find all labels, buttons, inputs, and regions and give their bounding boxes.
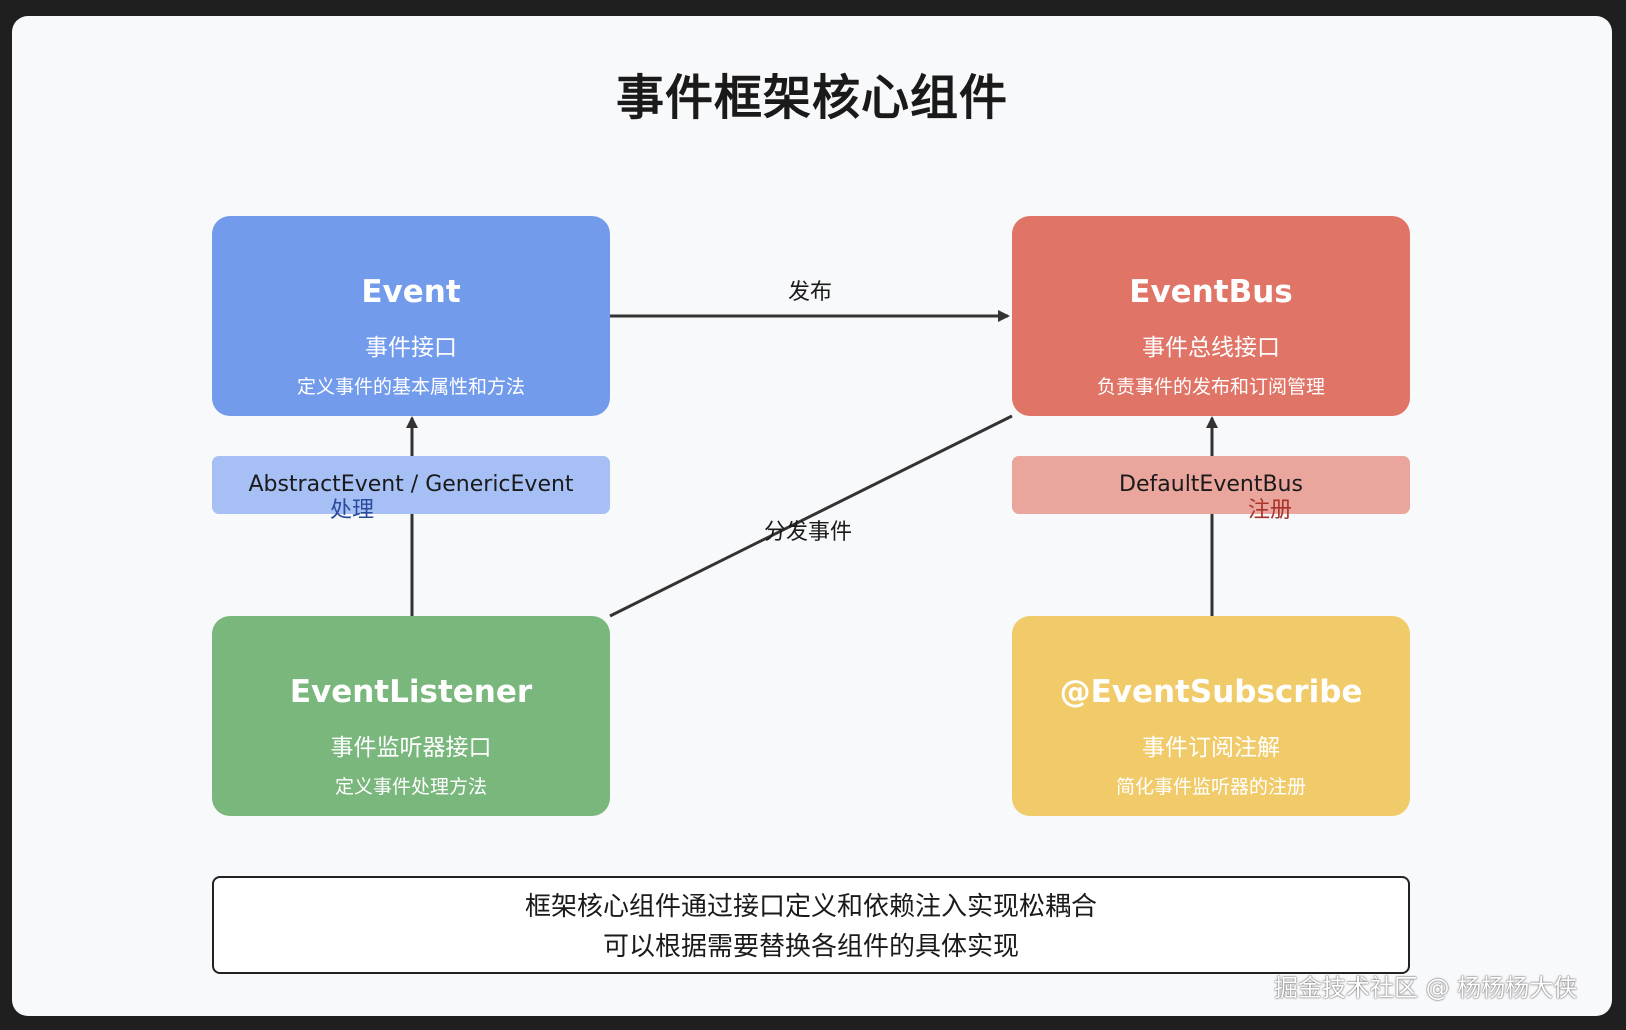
watermark: 掘金技术社区 @ 杨杨杨大侠 (1274, 974, 1578, 1002)
eventsubscribe-name: @EventSubscribe (1059, 674, 1363, 710)
dispatch-line (609, 414, 1013, 618)
eventsubscribe-description: 简化事件监听器的注册 (1115, 776, 1306, 798)
eventsubscribe-box: @EventSubscribe 事件订阅注解 简化事件监听器的注册 (1012, 616, 1410, 816)
diagram-canvas: 事件框架核心组件 Event 事件接口 定义事件的基本属性和方法 EventBu… (12, 16, 1612, 1016)
register-label: 注册 (1248, 498, 1293, 523)
eventbus-implementation-box: DefaultEventBus (1012, 456, 1410, 514)
eventlistener-subtitle: 事件监听器接口 (330, 735, 492, 761)
eventlistener-box: EventListener 事件监听器接口 定义事件处理方法 (212, 616, 610, 816)
event-name: Event (361, 274, 461, 310)
summary-note: 框架核心组件通过接口定义和依赖注入实现松耦合 可以根据需要替换各组件的具体实现 (212, 876, 1410, 974)
summary-line-2: 可以根据需要替换各组件的具体实现 (602, 932, 1019, 962)
eventbus-description: 负责事件的发布和订阅管理 (1096, 376, 1325, 398)
diagram-title: 事件框架核心组件 (615, 70, 1008, 126)
eventbus-subtitle: 事件总线接口 (1142, 335, 1280, 361)
dispatch-label: 分发事件 (764, 520, 853, 545)
event-subtitle: 事件接口 (365, 335, 457, 361)
eventsubscribe-subtitle: 事件订阅注解 (1142, 735, 1280, 761)
connector-layer (406, 310, 1218, 618)
publish-label: 发布 (788, 280, 833, 305)
summary-line-1: 框架核心组件通过接口定义和依赖注入实现松耦合 (524, 892, 1097, 922)
event-description: 定义事件的基本属性和方法 (296, 376, 525, 398)
eventbus-box: EventBus 事件总线接口 负责事件的发布和订阅管理 (1012, 216, 1410, 416)
eventbus-name: EventBus (1129, 274, 1293, 310)
eventlistener-description: 定义事件处理方法 (334, 776, 487, 798)
event-implementation-box: AbstractEvent / GenericEvent (212, 456, 610, 514)
eventlistener-name: EventListener (289, 674, 533, 710)
handle-label: 处理 (330, 498, 375, 523)
event-box: Event 事件接口 定义事件的基本属性和方法 (212, 216, 610, 416)
